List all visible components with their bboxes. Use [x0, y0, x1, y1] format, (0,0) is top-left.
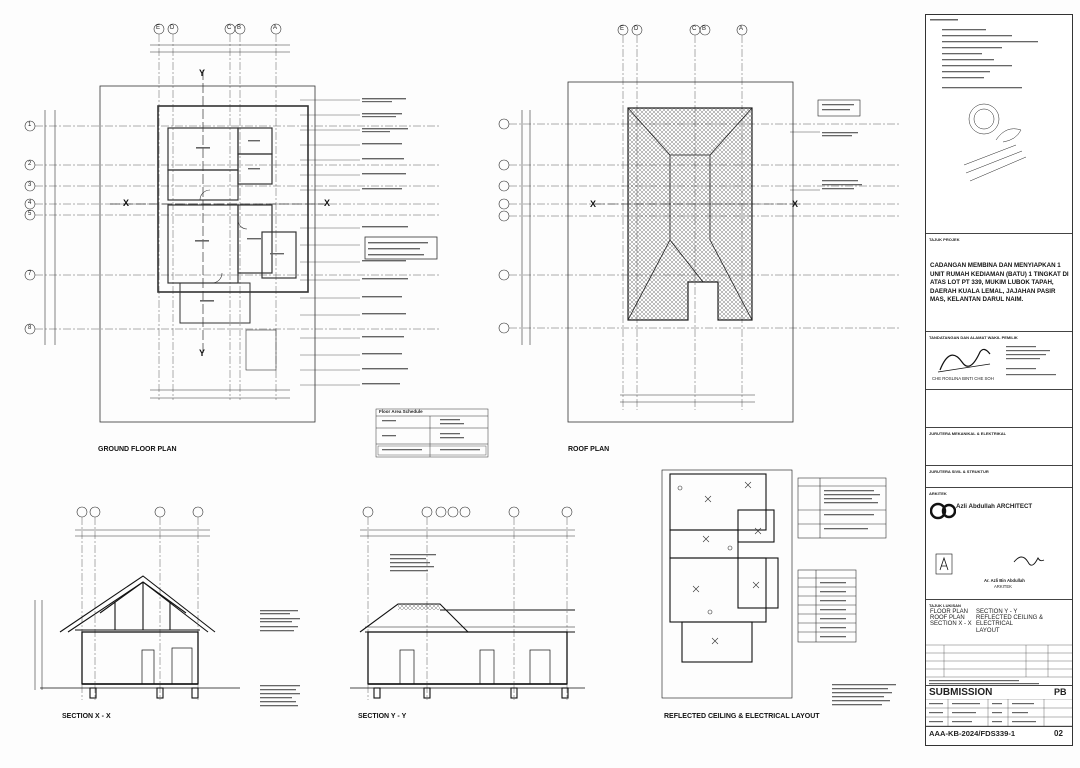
owner-signature-image — [937, 348, 991, 373]
civil-engineer-caption: JURUTERA SIVIL & STRUKTUR — [929, 469, 989, 474]
section-xx-title: SECTION X - X — [62, 713, 111, 720]
grid-label-8: 8 — [28, 325, 32, 331]
sheet-number: 02 — [1054, 729, 1063, 738]
drawing-title-left-2: ROOF PLAN — [930, 615, 965, 622]
drawing-titles-left: FLOOR PLAN ROOF PLAN SECTION X - X — [930, 609, 972, 628]
reflected-ceiling-drawing — [661, 469, 896, 706]
electrical-engineer-section: JURUTERA MEKANIKAL & ELEKTRIKAL — [926, 427, 1072, 466]
grid-label-4: 4 — [28, 200, 32, 206]
mechanical-engineer-section — [926, 389, 1072, 428]
ground-floor-plan-title: GROUND FLOOR PLAN — [98, 446, 177, 453]
drawing-title-left-1: FLOOR PLAN — [930, 609, 969, 615]
owner-section: TANDATANGAN DAN ALAMAT WAKIL PEMILIK CHE… — [926, 331, 1072, 388]
architect-stamp — [935, 553, 1045, 575]
roof-grid-label-b: B — [702, 26, 707, 32]
roof-section-marker-x-left: X — [590, 199, 597, 209]
architect-logo — [930, 502, 956, 520]
project-title-caption: TAJUK PROJEK — [929, 237, 960, 242]
architect-section: ARKITEK Azli Abdullah ARCHITECT Ar. Azli… — [926, 487, 1072, 598]
grid-label-b: B — [237, 25, 242, 31]
revision-grid — [926, 644, 1072, 685]
section-xx-drawing — [34, 506, 300, 707]
grid-label-2: 2 — [28, 161, 32, 167]
drawing-titles-right: SECTION Y - Y REFLECTED CEILING & ELECTR… — [976, 609, 1072, 634]
grid-label-d: D — [170, 25, 175, 31]
architect-signatory: Ar. Azli Bin Abdullah — [984, 578, 1025, 583]
roof-grid-label-e: E — [620, 26, 625, 32]
floor-area-schedule-table — [375, 408, 489, 458]
project-title-section: TAJUK PROJEK — [926, 233, 1072, 340]
drawing-number: AAA-KB-2024/FDS339-1 — [929, 729, 1016, 738]
project-title: CADANGAN MEMBINA DAN MENYIAPKAN 1 UNIT R… — [930, 262, 1069, 304]
drawing-title-left-3: SECTION X - X — [930, 621, 972, 628]
drawing-title-right-2: REFLECTED CEILING & ELECTRICAL — [976, 615, 1044, 628]
section-yy-title: SECTION Y - Y — [358, 713, 407, 720]
roof-grid-label-a: A — [739, 26, 744, 32]
roof-section-marker-x-right: X — [792, 199, 799, 209]
approval-stamp-area — [930, 19, 1038, 182]
owner-address-lines — [1006, 346, 1056, 376]
submission-code: PB — [1054, 687, 1067, 697]
roof-grid-label-c: C — [692, 26, 697, 32]
drawing-number-row — [926, 726, 1072, 746]
civil-engineer-section: JURUTERA SIVIL & STRUKTUR — [926, 465, 1072, 504]
section-marker-x-left: X — [123, 198, 130, 208]
roof-grid-label-d: D — [634, 26, 639, 32]
owner-name: CHE ROSLINA BINTI CHE SOH — [932, 376, 994, 381]
grid-label-1: 1 — [28, 122, 32, 128]
section-yy-drawing — [350, 506, 585, 700]
section-marker-x-right: X — [324, 198, 331, 208]
drawing-title-right-1: SECTION Y - Y — [976, 609, 1018, 615]
architect-caption: ARKITEK — [929, 491, 947, 496]
drawing-title-caption: TAJUK LUKISAN — [929, 603, 961, 608]
submission-section — [926, 685, 1072, 746]
grid-label-3: 3 — [28, 182, 32, 188]
grid-label-c: C — [227, 25, 232, 31]
reflected-ceiling-title: REFLECTED CEILING & ELECTRICAL LAYOUT — [664, 713, 820, 720]
architect-name: Azli Abdullah ARCHITECT — [956, 503, 1033, 510]
grid-label-5: 5 — [28, 211, 32, 217]
architect-role: ARKITEK — [994, 584, 1012, 589]
submission-label: SUBMISSION — [929, 687, 993, 698]
floor-area-schedule-title: Floor Area Schedule — [379, 409, 423, 414]
grid-label-7: 7 — [28, 271, 32, 277]
owner-caption: TANDATANGAN DAN ALAMAT WAKIL PEMILIK — [929, 335, 1018, 340]
roof-plan-drawing — [498, 24, 900, 423]
submission-info-grid — [926, 699, 1072, 727]
section-marker-y-bottom: Y — [199, 348, 206, 358]
ground-floor-plan-drawing — [24, 23, 489, 458]
drawing-title-section: TAJUK LUKISAN — [926, 599, 1072, 660]
grid-label-e: E — [156, 25, 161, 31]
grid-label-a: A — [273, 25, 278, 31]
roof-plan-title: ROOF PLAN — [568, 446, 610, 453]
section-marker-y-top: Y — [199, 68, 206, 78]
title-block: TAJUK PROJEK CADANGAN MEMBINA DAN MENYIA… — [925, 14, 1073, 746]
me-engineer-caption: JURUTERA MEKANIKAL & ELEKTRIKAL — [929, 431, 1007, 436]
drawing-title-right-3: LAYOUT — [976, 627, 1000, 634]
